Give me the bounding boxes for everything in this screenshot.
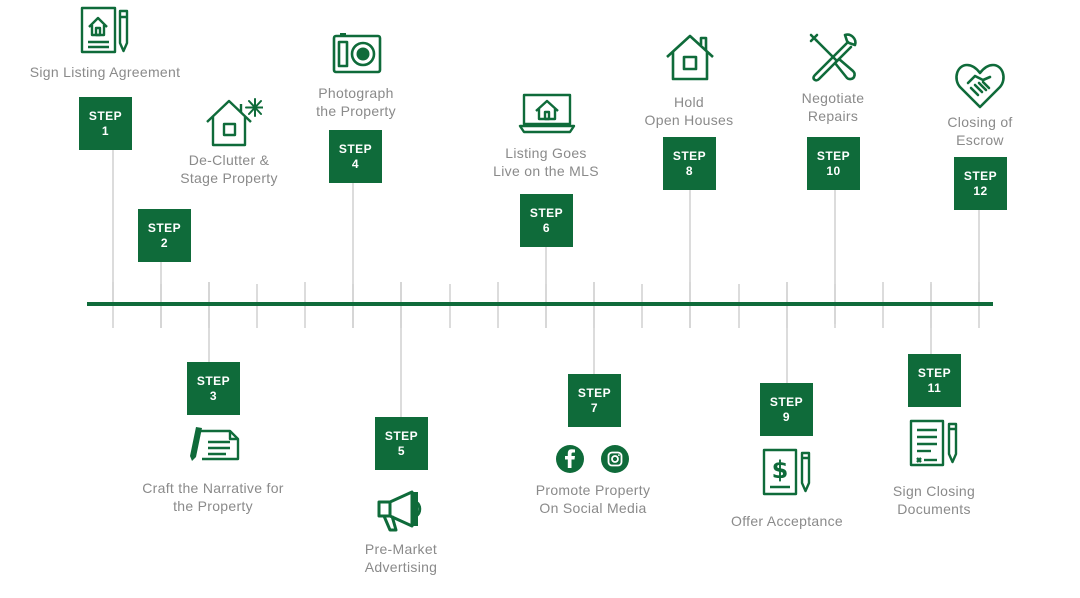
tools-icon (809, 33, 857, 82)
step-number: 11 (927, 380, 942, 395)
step-number: 8 (685, 163, 694, 178)
step-word: STEP (88, 108, 123, 123)
step-number: 2 (160, 235, 169, 250)
step-2-label: De-Clutter & Stage Property (180, 152, 278, 186)
step-number: 9 (782, 409, 791, 424)
step-number: 7 (590, 400, 599, 415)
step-number: 6 (542, 220, 551, 235)
step-12-label: Closing of Escrow (947, 114, 1013, 148)
step-6-label: Listing Goes Live on the MLS (493, 145, 599, 179)
step-word: STEP (917, 365, 952, 380)
step-4-box: STEP 4 (329, 130, 382, 183)
facebook-icon (556, 445, 584, 473)
step-10-label: Negotiate Repairs (801, 90, 865, 124)
contract-house-icon (80, 6, 129, 54)
sparkling-house-icon (206, 98, 263, 147)
step-word: STEP (816, 148, 851, 163)
step-6-box: STEP 6 (520, 194, 573, 247)
step-3-box: STEP 3 (187, 362, 240, 415)
step-number: 1 (101, 123, 110, 138)
house-icon (666, 34, 714, 81)
camera-icon (332, 33, 382, 74)
step-number: 12 (973, 183, 988, 198)
step-12-box: STEP 12 (954, 157, 1007, 210)
step-word: STEP (672, 148, 707, 163)
step-8-box: STEP 8 (663, 137, 716, 190)
step-7-label: Promote Property On Social Media (535, 482, 651, 516)
step-number: 10 (826, 163, 841, 178)
pen-paper-icon (190, 427, 240, 461)
step-7-box: STEP 7 (568, 374, 621, 427)
laptop-house-icon (518, 93, 576, 134)
dollar-document-icon: $ (762, 448, 811, 496)
signature-document-icon (909, 419, 958, 467)
step-1-label: Sign Listing Agreement (29, 64, 181, 80)
step-word: STEP (577, 385, 612, 400)
megaphone-icon (377, 490, 422, 532)
step-word: STEP (147, 220, 182, 235)
step-1-box: STEP 1 (79, 97, 132, 150)
step-word: STEP (384, 428, 419, 443)
step-11-box: STEP 11 (908, 354, 961, 407)
step-2-box: STEP 2 (138, 209, 191, 262)
step-10-box: STEP 10 (807, 137, 860, 190)
instagram-icon (601, 445, 629, 473)
step-number: 5 (397, 443, 406, 458)
step-word: STEP (963, 168, 998, 183)
step-9-box: STEP 9 (760, 383, 813, 436)
step-number: 4 (351, 156, 360, 171)
step-word: STEP (338, 141, 373, 156)
step-9-label: Offer Acceptance (731, 513, 843, 529)
step-word: STEP (196, 373, 231, 388)
step-4-label: Photograph the Property (316, 85, 396, 119)
step-number: 3 (209, 388, 218, 403)
step-8-label: Hold Open Houses (644, 94, 734, 128)
handshake-heart-icon (955, 63, 1005, 109)
step-11-label: Sign Closing Documents (892, 483, 976, 517)
svg-text:$: $ (772, 456, 789, 484)
step-5-label: Pre-Market Advertising (364, 541, 438, 575)
step-word: STEP (769, 394, 804, 409)
step-word: STEP (529, 205, 564, 220)
step-5-box: STEP 5 (375, 417, 428, 470)
step-3-label: Craft the Narrative for the Property (142, 480, 284, 514)
